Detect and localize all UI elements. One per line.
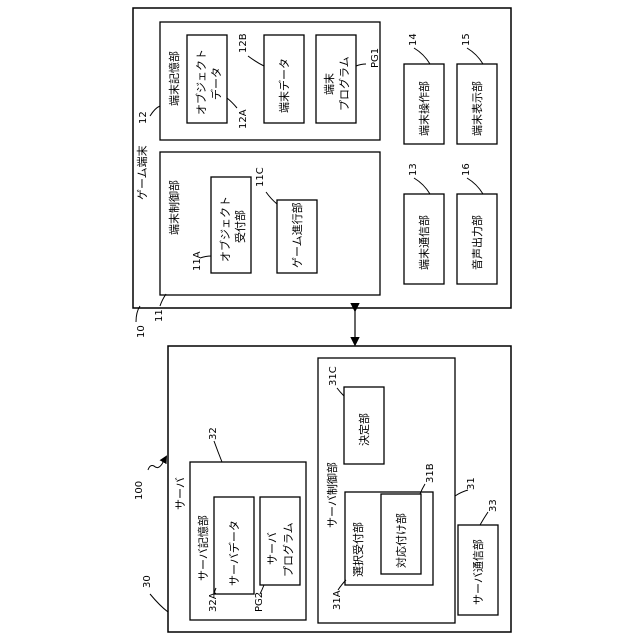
ref-11A: 11A — [192, 251, 203, 271]
ref-PG1: PG1 — [370, 48, 381, 68]
ref-12-leader — [150, 106, 160, 116]
ref-13-leader — [414, 178, 430, 194]
server-title: サーバ — [174, 477, 187, 510]
ref-PG2: PG2 — [254, 592, 265, 612]
ref-32A: 32A — [208, 592, 219, 612]
terminal-program-label-1: 端末 — [322, 73, 336, 95]
ref-33-leader — [480, 512, 488, 525]
server-communication-label: サーバ通信部 — [471, 539, 485, 605]
terminal-storage: 端末記憶部 オブジェクト データ 端末データ 端末 プログラム 12 12A 1… — [138, 22, 381, 140]
ref-31C: 31C — [328, 366, 339, 386]
association-label: 対応付け部 — [394, 513, 408, 568]
terminal-program-label-2: プログラム — [337, 56, 351, 111]
terminal-control-frame — [160, 152, 380, 295]
ref-31-leader — [455, 490, 468, 496]
server-control-title: サーバ制御部 — [325, 462, 339, 528]
ref-30-leader — [150, 594, 168, 612]
ref-33: 33 — [488, 499, 499, 512]
ref-16-leader — [467, 178, 483, 194]
ref-100-arrow — [148, 457, 166, 470]
audio-output-label: 音声出力部 — [470, 215, 484, 270]
ref-12A: 12A — [238, 109, 249, 129]
ref-12B: 12B — [238, 33, 249, 53]
ref-11C: 11C — [255, 167, 266, 187]
server-storage-title: サーバ記憶部 — [196, 515, 210, 581]
ref-11: 11 — [154, 309, 165, 322]
terminal-communication-label: 端末通信部 — [417, 215, 431, 270]
terminal-control: 端末制御部 オブジェクト 受付部 ゲーム進行部 11A 11C — [160, 152, 380, 295]
server-data-label: サーバデータ — [227, 520, 241, 586]
terminal-storage-title: 端末記憶部 — [167, 51, 181, 106]
decision-label: 決定部 — [357, 413, 371, 446]
terminal-control-title: 端末制御部 — [167, 180, 181, 235]
ref-12: 12 — [138, 111, 149, 124]
server-storage: サーバ記憶部 サーバデータ サーバ プログラム 32 32A PG2 — [190, 427, 306, 620]
server-control: サーバ制御部 決定部 選択受付部 対応付け部 31C 31B 31A 31 — [318, 358, 477, 623]
game-terminal-title: ゲーム端末 — [135, 145, 149, 200]
ref-10: 10 — [136, 325, 147, 338]
terminal-data-label: 端末データ — [277, 58, 291, 113]
server-program-label-1: サーバ — [266, 532, 279, 565]
ref-16: 16 — [461, 163, 472, 176]
ref-31B: 31B — [425, 463, 436, 483]
ref-30: 30 — [142, 575, 153, 588]
ref-14: 14 — [408, 33, 419, 46]
ref-15-leader — [467, 48, 483, 64]
object-data-label-1: オブジェクト — [194, 49, 208, 115]
ref-32: 32 — [208, 427, 219, 440]
selection-reception-label: 選択受付部 — [351, 522, 365, 577]
ref-32-leader — [214, 441, 222, 462]
terminal-display-label: 端末表示部 — [470, 81, 484, 136]
ref-15: 15 — [461, 33, 472, 46]
ref-31A: 31A — [332, 590, 343, 610]
game-progress-label: ゲーム進行部 — [290, 202, 304, 268]
ref-14-leader — [414, 48, 430, 64]
ref-11-leader — [160, 294, 166, 306]
object-reception-label-2: 受付部 — [233, 210, 247, 243]
ref-31: 31 — [466, 477, 477, 490]
ref-13: 13 — [408, 163, 419, 176]
object-data-label-2: データ — [209, 67, 223, 100]
ref-100: 100 — [134, 481, 145, 500]
game-terminal: ゲーム端末 端末記憶部 オブジェクト データ 端末データ 端末 プログラム 12… — [133, 8, 511, 338]
object-reception-label-1: オブジェクト — [218, 196, 232, 262]
server: サーバ サーバ制御部 決定部 選択受付部 対応付け部 31C 31B 31A 3… — [142, 346, 511, 632]
server-program-label-2: プログラム — [281, 522, 295, 577]
terminal-operation-label: 端末操作部 — [417, 81, 431, 136]
